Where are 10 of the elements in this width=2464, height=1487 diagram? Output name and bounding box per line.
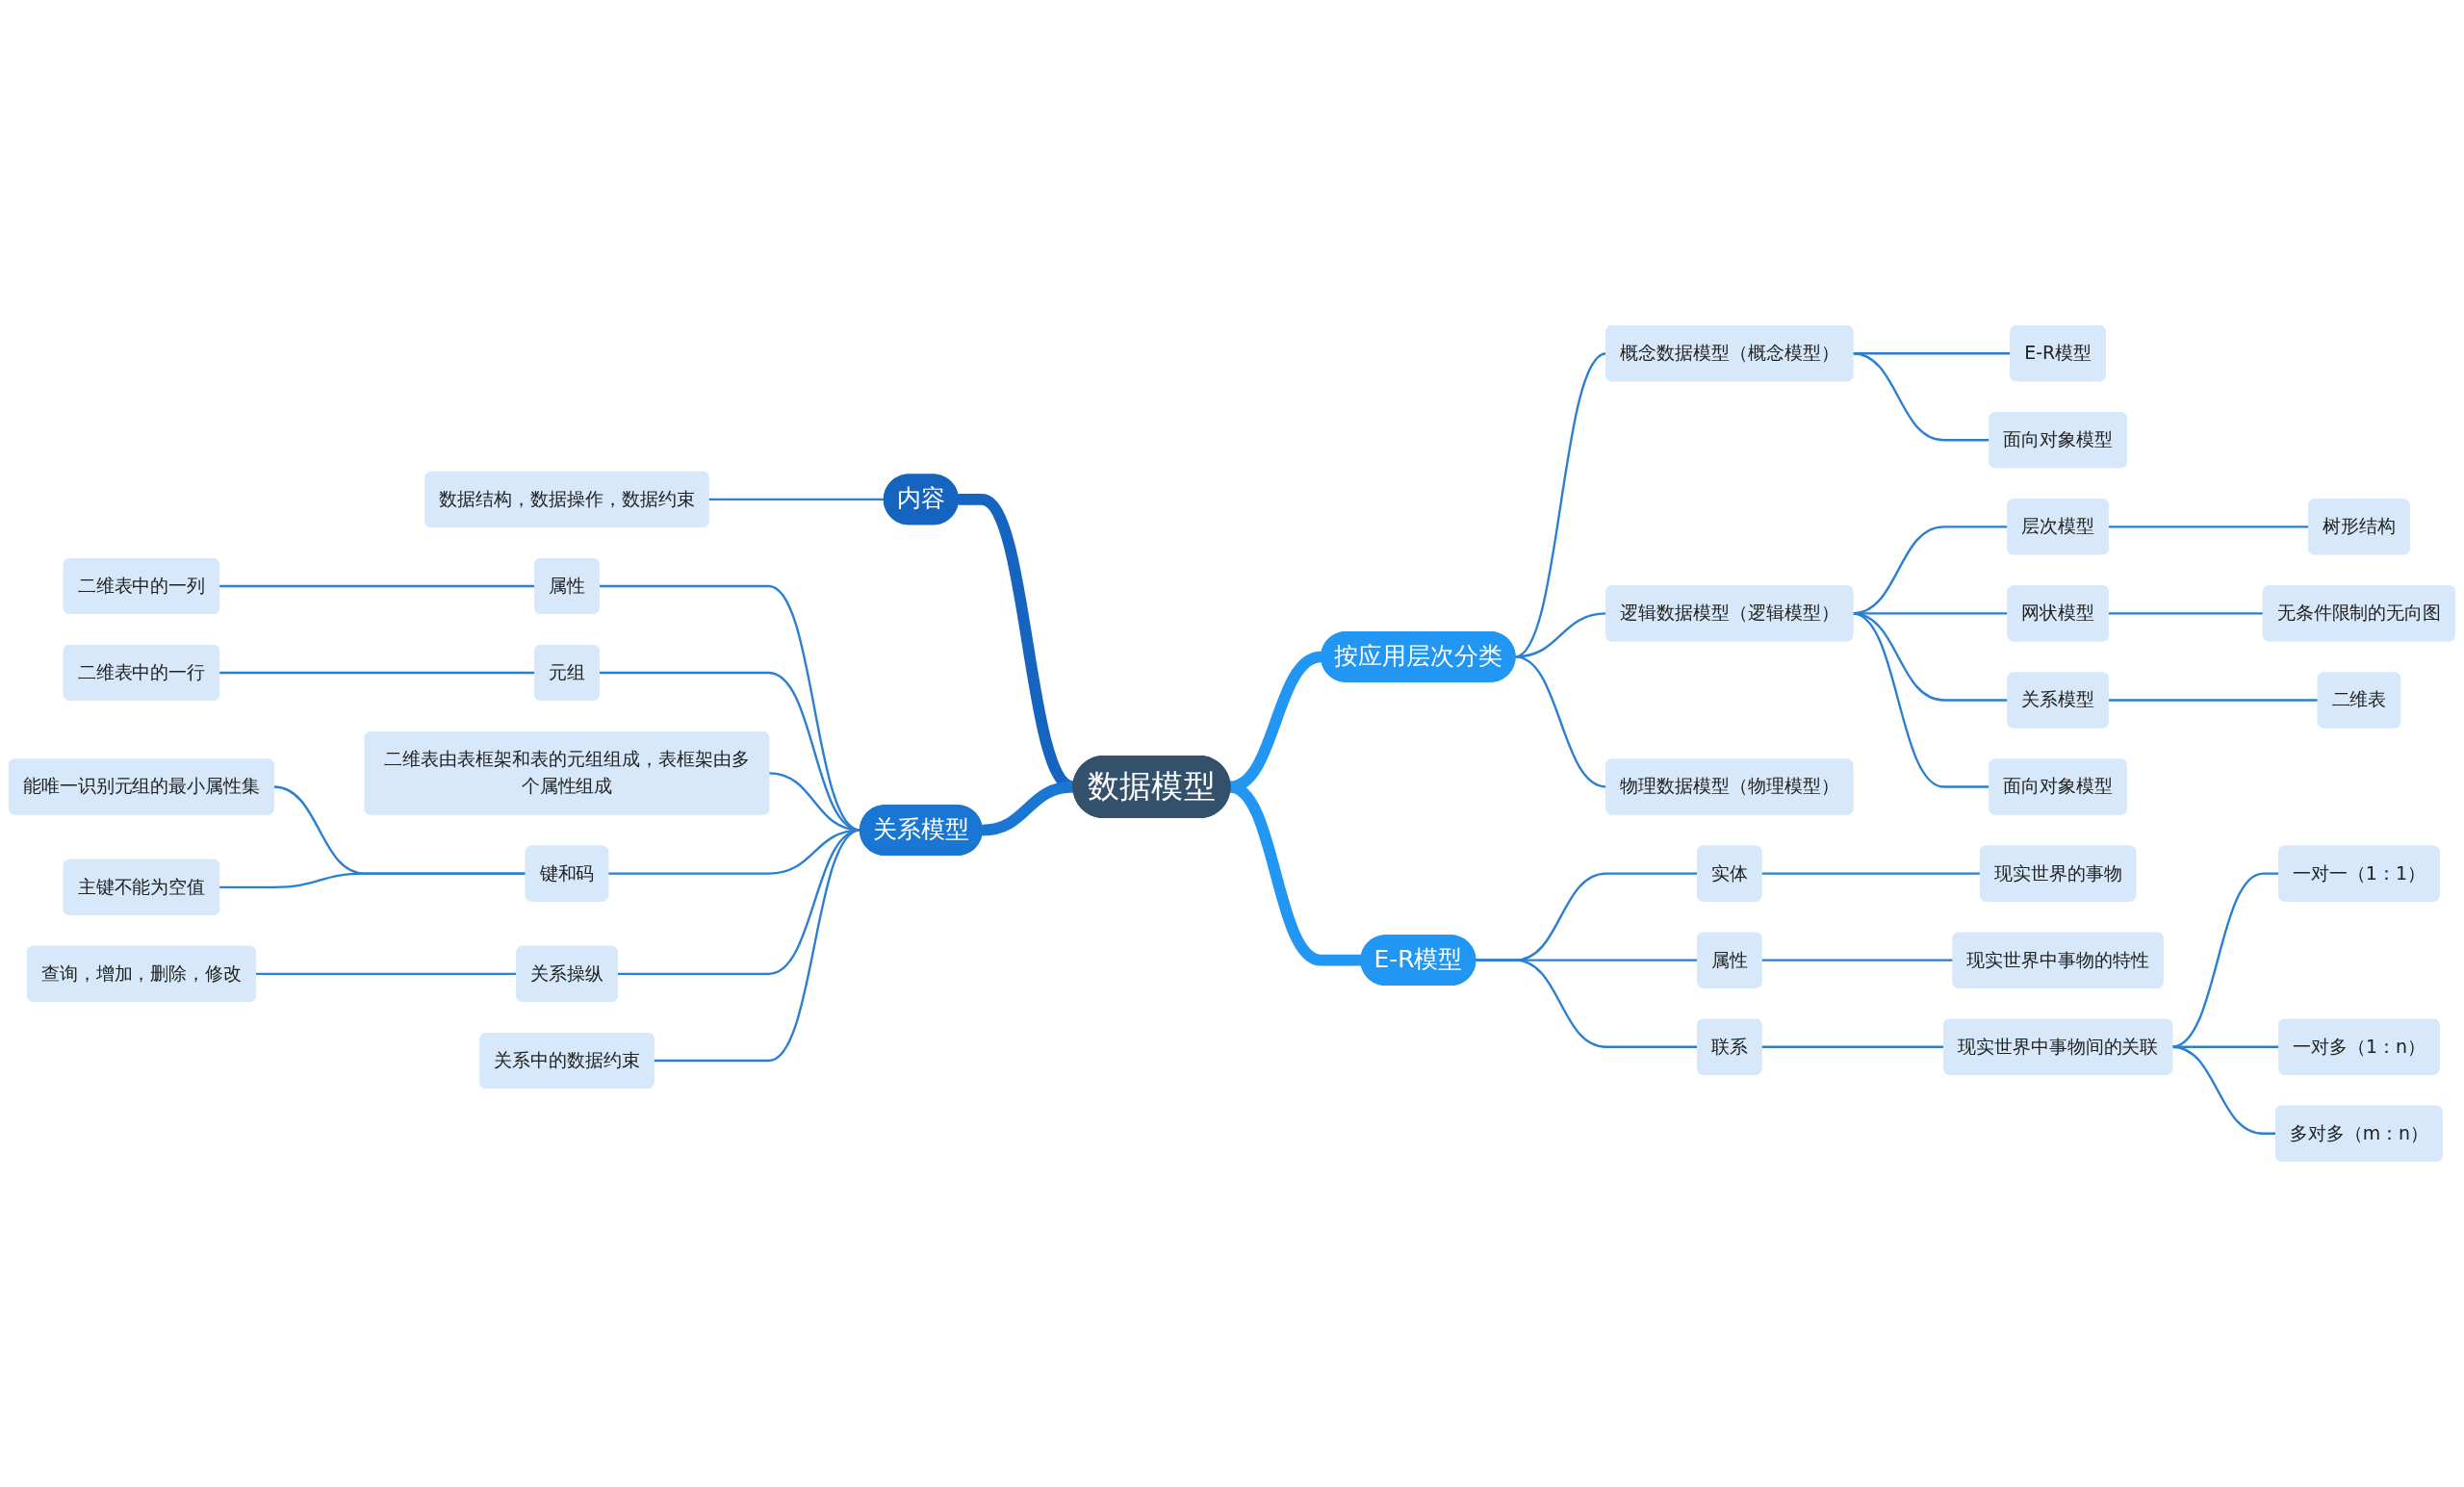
- connector: [255, 972, 517, 976]
- connector: [1761, 872, 1981, 875]
- connector: [2108, 699, 2319, 702]
- connector: [218, 584, 535, 588]
- connector: [707, 498, 885, 501]
- connector: [1475, 959, 1698, 1048]
- connector: [218, 872, 526, 888]
- connector: [1761, 959, 1954, 961]
- connector: [218, 671, 535, 675]
- connector: [2108, 526, 2309, 528]
